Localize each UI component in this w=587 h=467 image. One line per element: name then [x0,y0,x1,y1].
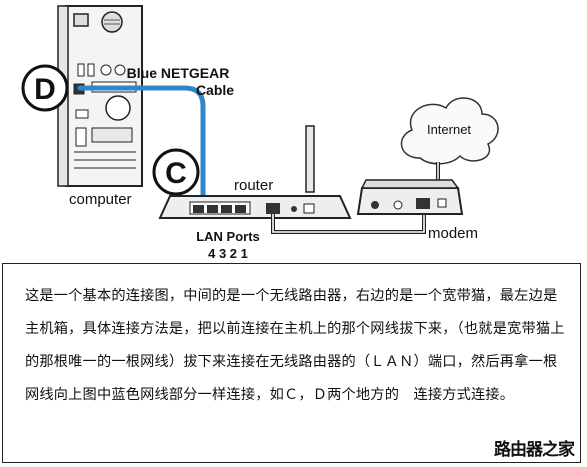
cable-label: Blue NETGEAR [127,65,230,81]
badge-d: D [21,64,69,112]
badge-d-label: D [34,73,56,106]
description-box: 这是一个基本的连接图，中间的是一个无线路由器，右边的是一个宽带猫，最左边是主机箱… [2,263,581,463]
router-label: router [234,177,273,194]
badge-c: C [152,148,200,196]
router-antenna [305,125,315,193]
lan-port-2 [221,205,232,213]
description-text: 这是一个基本的连接图，中间的是一个无线路由器，右边的是一个宽带猫，最左边是主机箱… [25,288,565,403]
cable-label-2: Cable [196,82,234,98]
lan-port-1 [235,205,246,213]
modem-label: modem [428,225,478,242]
lan-port-4 [193,205,204,213]
lan-ports-label: LAN Ports [196,229,260,244]
connection-diagram: D Blue NETGEAR Cable computer C router L… [21,5,499,261]
internet-cloud [400,97,499,165]
computer-label: computer [69,191,132,208]
router-wan-port [266,203,280,214]
port-numbers-label: 4 3 2 1 [208,246,248,261]
computer-tower [57,5,143,187]
modem [356,179,464,215]
badge-c-label: C [165,157,187,190]
modem-ethernet-port [416,198,430,209]
watermark: 路由器之家 [494,440,575,460]
internet-label: Internet [427,122,471,137]
router [158,125,352,219]
blue-cable [77,85,206,215]
lan-port-3 [207,205,218,213]
